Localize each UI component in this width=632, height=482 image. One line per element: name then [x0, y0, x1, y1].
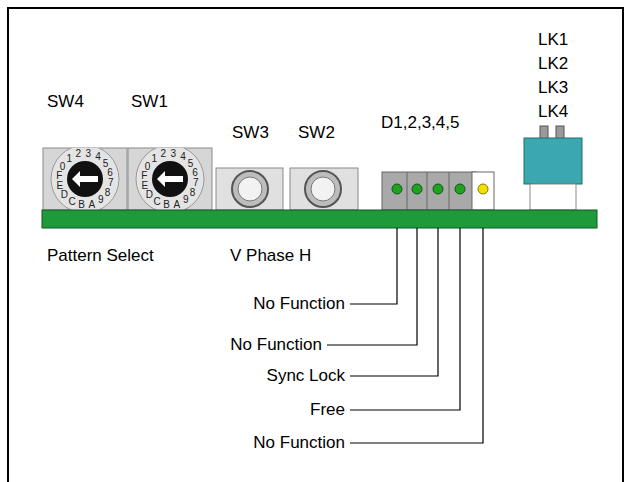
frame — [8, 8, 623, 482]
led-function: No Function — [230, 335, 322, 355]
rotary-switch — [43, 145, 127, 213]
function-caption: Pattern Select — [47, 246, 154, 266]
link-label: LK4 — [538, 102, 568, 122]
dial-digit: F — [141, 170, 147, 181]
push-button — [216, 168, 283, 210]
push-button — [290, 168, 358, 210]
dial-digit: E — [142, 180, 149, 191]
link-label: LK3 — [538, 78, 568, 98]
dial-digit: 6 — [107, 167, 113, 178]
dial-digit: A — [173, 199, 180, 210]
switch-label: SW4 — [47, 92, 84, 112]
dial-digit: 3 — [86, 148, 92, 159]
led-array — [382, 172, 494, 210]
dial-digit: C — [68, 196, 75, 207]
dial-digit: B — [78, 199, 85, 210]
dial-digit: E — [57, 180, 64, 191]
dial-digit: 2 — [160, 148, 166, 159]
function-caption: V Phase H — [230, 246, 311, 266]
dial-digit: C — [153, 196, 160, 207]
led-function: No Function — [253, 433, 345, 453]
link-label: LK1 — [538, 30, 568, 50]
dial-digit: 2 — [75, 148, 81, 159]
led-label: D1,2,3,4,5 — [381, 113, 459, 133]
dial-digit: 0 — [60, 161, 66, 172]
switch-label: SW1 — [131, 92, 168, 112]
dial-digit: 9 — [98, 194, 104, 205]
dial-digit: 8 — [190, 187, 196, 198]
dial-digit: 0 — [145, 161, 151, 172]
dial-digit: 7 — [108, 177, 114, 188]
led-function: Sync Lock — [267, 366, 345, 386]
led-function: No Function — [253, 294, 345, 314]
switch-label: SW2 — [298, 123, 335, 143]
dial-digit: 1 — [151, 153, 157, 164]
dial-digit: B — [163, 199, 170, 210]
jumper-link — [524, 126, 582, 210]
dial-digit: A — [88, 199, 95, 210]
circuit-board — [42, 210, 597, 228]
dial-digit: 9 — [183, 194, 189, 205]
link-label: LK2 — [538, 54, 568, 74]
dial-digit: 1 — [66, 153, 72, 164]
dial-digit: 4 — [95, 151, 101, 162]
switch-label: SW3 — [232, 123, 269, 143]
dial-digit: 7 — [193, 177, 199, 188]
dial-digit: F — [56, 170, 62, 181]
led-function: Free — [310, 400, 345, 420]
dial-digit: 8 — [105, 187, 111, 198]
dial-digit: 6 — [192, 167, 198, 178]
dial-digit: 3 — [171, 148, 177, 159]
leader-line — [327, 228, 483, 443]
rotary-switch — [128, 145, 212, 213]
dial-digit: 4 — [180, 151, 186, 162]
